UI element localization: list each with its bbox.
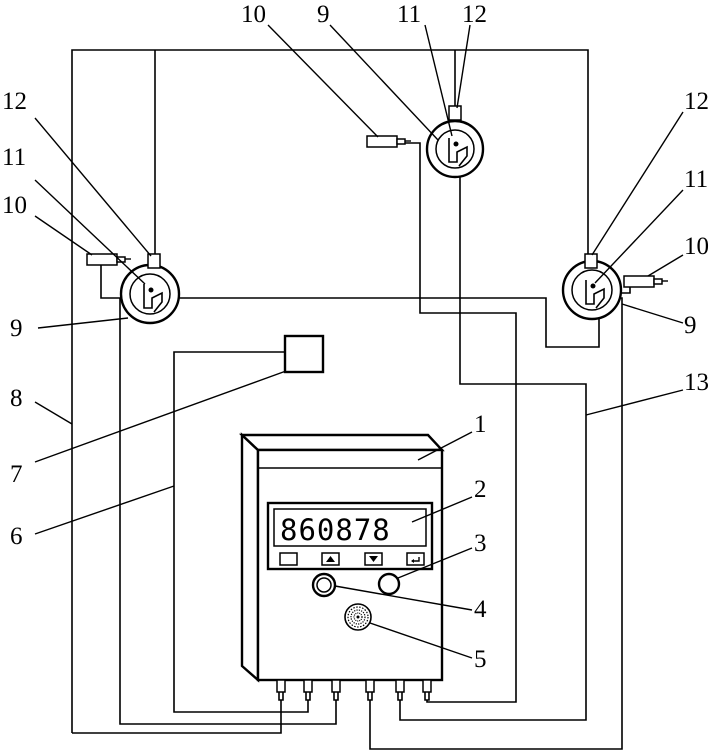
callout-11-left: 11 bbox=[2, 144, 26, 171]
callout-2: 2 bbox=[474, 476, 487, 503]
top-probe bbox=[366, 135, 411, 148]
callout-13: 13 bbox=[684, 369, 709, 396]
wire-pin6-top-probe bbox=[400, 142, 517, 703]
down-arrow-button[interactable] bbox=[364, 552, 383, 566]
blank-button[interactable] bbox=[279, 552, 298, 566]
callout-5: 5 bbox=[474, 646, 487, 673]
right-sensor bbox=[561, 253, 623, 321]
callout-12-left: 12 bbox=[2, 88, 27, 115]
left-sensor-cap bbox=[147, 253, 161, 269]
callout-12-right: 12 bbox=[684, 88, 709, 115]
wire-pin3-left-probe bbox=[100, 265, 337, 725]
callout-9-top: 9 bbox=[317, 1, 330, 28]
callout-11-top: 11 bbox=[397, 1, 421, 28]
callout-3: 3 bbox=[474, 530, 487, 557]
callout-9-left: 9 bbox=[10, 315, 23, 342]
right-sensor-cap bbox=[584, 253, 598, 269]
pin-5 bbox=[395, 679, 405, 701]
return-button[interactable] bbox=[406, 552, 425, 566]
callout-11-right: 11 bbox=[684, 166, 708, 193]
callout-1: 1 bbox=[474, 411, 487, 438]
callout-10-right: 10 bbox=[684, 233, 709, 260]
top-sensor bbox=[425, 105, 485, 179]
wire-right-probe bbox=[620, 287, 631, 294]
down-arrow-icon bbox=[369, 556, 378, 562]
wire-pin1 bbox=[72, 700, 282, 734]
wire-left-to-right-sensor bbox=[173, 297, 600, 348]
display-reading: 860878 bbox=[280, 513, 391, 547]
callout-4: 4 bbox=[474, 596, 487, 623]
top-sensor-cap bbox=[448, 105, 462, 121]
left-sensor bbox=[119, 253, 181, 325]
callout-labels: 10 9 11 12 12 11 10 9 8 7 6 12 11 10 9 1… bbox=[2, 1, 709, 673]
control-buttons[interactable] bbox=[279, 552, 425, 566]
speaker-5 bbox=[344, 603, 372, 631]
box-7 bbox=[283, 334, 325, 374]
callout-12-top: 12 bbox=[462, 1, 487, 28]
pin-6 bbox=[422, 679, 432, 701]
wire-6-to-box-7 bbox=[173, 351, 309, 713]
return-icon bbox=[412, 557, 420, 562]
pin-4 bbox=[365, 679, 375, 701]
wire-13-pin5 bbox=[399, 170, 587, 721]
callout-10-top: 10 bbox=[241, 1, 266, 28]
leader-lines bbox=[34, 24, 684, 659]
left-probe bbox=[86, 253, 131, 266]
knob-4[interactable] bbox=[311, 572, 337, 598]
up-arrow-button[interactable] bbox=[321, 552, 340, 566]
wiring bbox=[71, 49, 631, 750]
callout-10-left: 10 bbox=[2, 192, 27, 219]
right-probe bbox=[623, 275, 668, 288]
pin-1 bbox=[276, 679, 286, 701]
callout-8: 8 bbox=[10, 385, 23, 412]
knob-3[interactable] bbox=[377, 572, 401, 596]
pin-3 bbox=[331, 679, 341, 701]
up-arrow-icon bbox=[326, 556, 335, 562]
wire-8-outer-loop bbox=[71, 49, 589, 733]
callout-7: 7 bbox=[10, 461, 23, 488]
pin-2 bbox=[303, 679, 313, 701]
callout-6: 6 bbox=[10, 523, 23, 550]
callout-9-right: 9 bbox=[684, 312, 697, 339]
display-panel: 860878 bbox=[266, 501, 434, 571]
terminal-pins bbox=[276, 679, 432, 701]
